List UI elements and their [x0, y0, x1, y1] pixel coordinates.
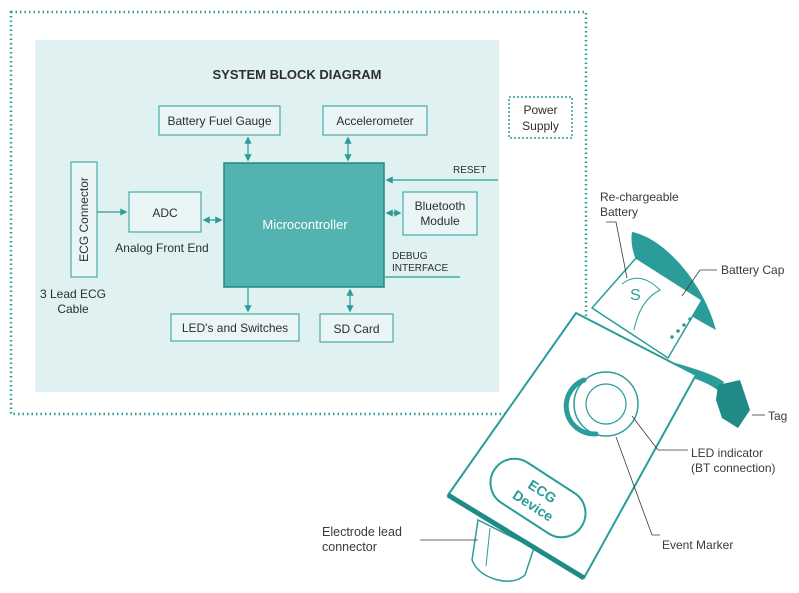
microcontroller-block: [223, 162, 385, 288]
battery-fuel-gauge-label: Battery Fuel Gauge: [167, 114, 271, 128]
adc-block: [128, 191, 202, 233]
leds-switches-label: LED's and Switches: [182, 321, 288, 335]
ecg-connector-label: ECG Connector: [77, 177, 91, 262]
callout-led-1: LED indicator: [691, 446, 763, 460]
callout-battery-cap: Battery Cap: [721, 263, 785, 277]
ecg-device-label-pill: [489, 457, 587, 539]
battery-indicator-dots: [670, 317, 692, 339]
callout-electrode-2: connector: [322, 540, 377, 554]
ecg-cable-label-1: 3 Lead ECG: [40, 287, 106, 301]
system-block-diagram: SYSTEM BLOCK DIAGRAM Battery Fuel Gauge …: [9, 10, 588, 416]
debug-label-2: INTERFACE: [392, 263, 448, 274]
ecg-connector-block: [70, 161, 98, 278]
sd-card-label: SD Card: [333, 322, 379, 336]
callout-battery-2: Battery: [600, 205, 638, 219]
callout-leaders: [420, 221, 765, 541]
ecg-device-illustration: S ECG Device: [322, 190, 787, 582]
bluetooth-module-block: [402, 191, 478, 236]
sd-card-block: [319, 313, 394, 343]
outer-dotted-border: [9, 10, 588, 416]
led-indicator-ring: [563, 377, 599, 437]
electrode-lead-connector: [471, 518, 535, 582]
diagram-connectors: [97, 136, 498, 313]
device-body: ECG Device: [446, 311, 698, 581]
power-supply-label-2: Supply: [522, 119, 559, 133]
microcontroller-label: Microcontroller: [262, 217, 348, 232]
callout-tag: Tag: [768, 409, 787, 423]
diagram-title: SYSTEM BLOCK DIAGRAM: [213, 67, 382, 82]
callout-event-marker: Event Marker: [662, 538, 733, 552]
reset-label: RESET: [453, 165, 486, 176]
battery-compartment: S: [590, 257, 704, 360]
battery-swirl-icon: S: [630, 287, 641, 304]
callout-electrode-1: Electrode lead: [322, 525, 402, 539]
bluetooth-label-1: Bluetooth: [415, 199, 466, 213]
ecg-cable-label-2: Cable: [57, 302, 89, 316]
debug-label-1: DEBUG: [392, 251, 428, 262]
leds-switches-block: [170, 313, 300, 342]
accelerometer-block: [322, 105, 428, 136]
analog-front-end-label: Analog Front End: [115, 241, 208, 255]
power-supply-label-1: Power: [523, 103, 557, 117]
adc-label: ADC: [152, 206, 178, 220]
accelerometer-label: Accelerometer: [336, 114, 413, 128]
battery-fuel-gauge-block: [158, 105, 281, 136]
callout-battery-1: Re-chargeable: [600, 190, 679, 204]
callout-led-2: (BT connection): [691, 461, 776, 475]
power-supply-block: [508, 96, 573, 139]
bluetooth-label-2: Module: [420, 214, 460, 228]
